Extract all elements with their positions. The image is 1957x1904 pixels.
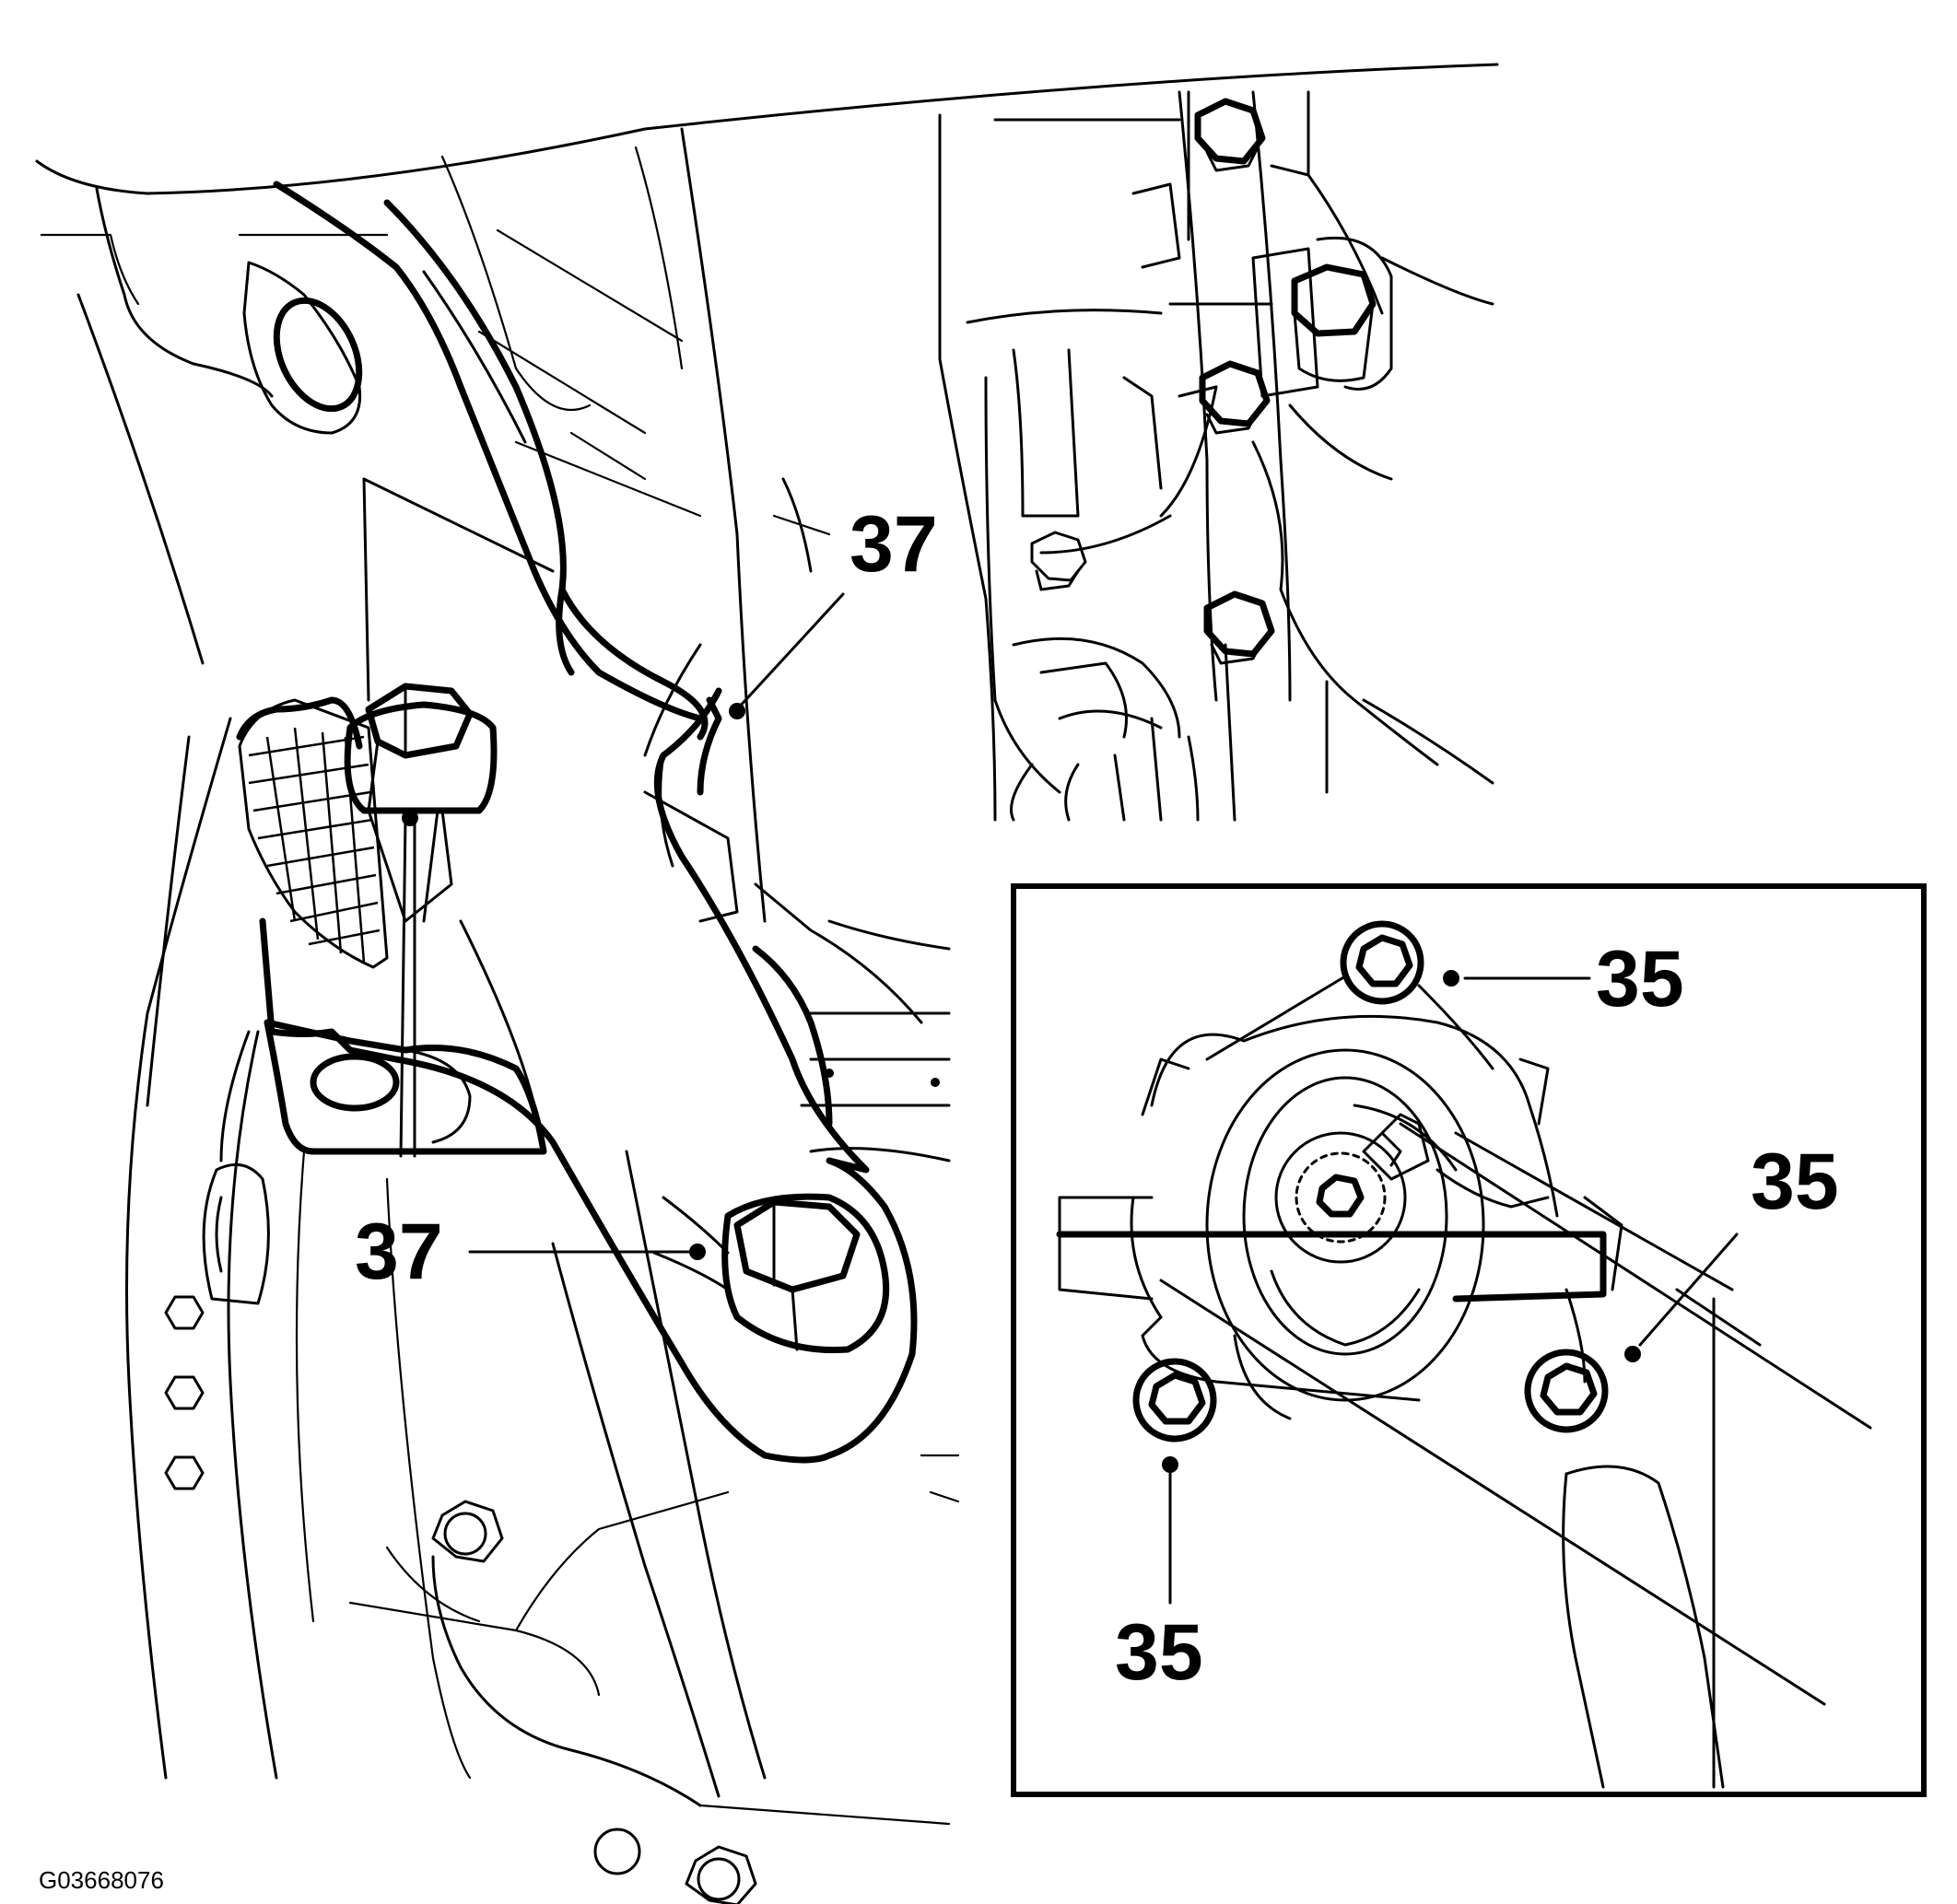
figure-id: G03668076 (39, 1866, 164, 1894)
callout-35-mid-right-label: 35 (1751, 1138, 1839, 1226)
detail-inset: 35 35 35 (1011, 883, 1927, 1797)
hatch-pattern (248, 727, 381, 964)
callout-35-top-right-label: 35 (1596, 935, 1684, 1023)
main-view (35, 63, 1499, 1904)
callout-37-top: 37 (729, 500, 938, 719)
callout-37-left: 37 (355, 810, 706, 1296)
upper-right-casting (938, 90, 1494, 822)
lower-bolts (348, 1490, 951, 1904)
right-strap-bolts (1030, 90, 1292, 702)
bolt-lower-bracket (652, 1193, 890, 1354)
inset-bolt-left (1132, 1358, 1217, 1443)
inset-bolt-top (1205, 920, 1494, 1070)
inset-bolt-right (1524, 1349, 1609, 1433)
bolt-top-left (344, 683, 498, 923)
callout-35-mid-right: 35 (1624, 1138, 1839, 1362)
callout-37-top-label: 37 (850, 500, 938, 589)
callout-37-left-label: 37 (355, 1208, 443, 1296)
callout-35-bottom-label: 35 (1115, 1608, 1203, 1697)
callout-35-bottom: 35 (1115, 1456, 1203, 1697)
large-right-bolt (1251, 236, 1393, 398)
pulley (752, 919, 951, 1162)
callout-35-top-right: 35 (1443, 935, 1684, 1023)
